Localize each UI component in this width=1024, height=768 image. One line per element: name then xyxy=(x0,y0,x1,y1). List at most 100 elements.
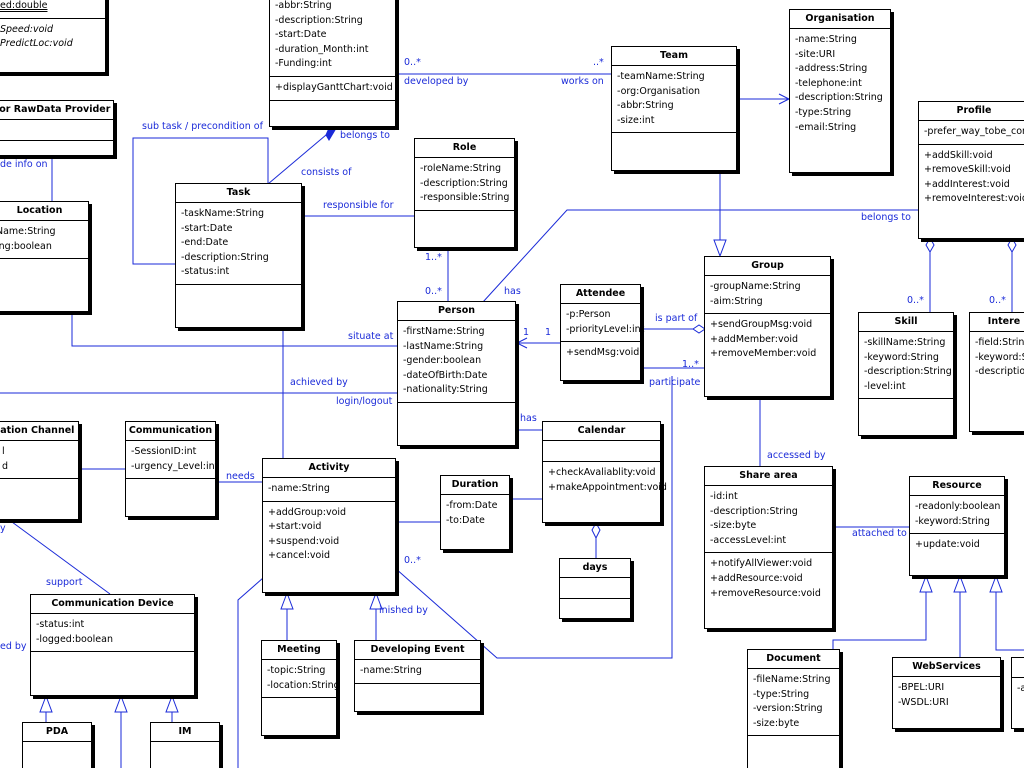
method: +removeResource:void xyxy=(710,587,821,599)
methods-section xyxy=(415,211,514,231)
method: +notifyAllViewer:void xyxy=(710,558,813,570)
attribute: -address:String xyxy=(795,63,868,75)
attribute: -responsible:String xyxy=(420,192,510,204)
class-person: Person -firstName:String -lastName:Strin… xyxy=(397,301,516,446)
class-right-partial: -a xyxy=(1011,657,1024,729)
attribute: -accessLevel:int xyxy=(710,534,787,546)
attribute: -urgency_Level:int xyxy=(131,460,219,472)
attribute: -size:int xyxy=(617,114,655,126)
class-communication: Communication -SessionID:int -urgency_Le… xyxy=(125,421,219,517)
class-name: Meeting xyxy=(262,641,336,660)
attribute: -keyword:String xyxy=(864,351,939,363)
method: +cancel:void xyxy=(268,550,331,562)
attributes-section xyxy=(0,120,113,141)
association-label: responsible for xyxy=(323,200,394,211)
class-name: WebServices xyxy=(893,658,1000,677)
class-skill: Skill -skillName:String -keyword:String … xyxy=(858,312,954,436)
methods-section xyxy=(859,399,953,419)
attribute: -abbr:String xyxy=(275,0,332,11)
association-label: support xyxy=(46,577,83,588)
attributes-section: -groupName:String -aim:String xyxy=(705,276,830,315)
association-label: is part of xyxy=(655,313,698,324)
methods-section xyxy=(0,141,113,161)
attribute: -prefer_way_tobe_con xyxy=(924,126,1024,137)
class-name: days xyxy=(560,559,630,578)
methods-section: +sendGroupMsg:void +addMember:void +remo… xyxy=(705,314,830,366)
attributes-section: -from:Date -to:Date xyxy=(441,495,509,532)
attribute: -roleName:String xyxy=(420,163,502,174)
association-label: has xyxy=(520,413,537,424)
multiplicity-label: ..* xyxy=(593,57,604,68)
methods-section xyxy=(176,285,301,305)
attributes-section: -teamName:String -org:Organisation -abbr… xyxy=(612,66,736,134)
attribute: -nationality:String xyxy=(403,384,488,396)
class-share-area: Share area -id:int -description:String -… xyxy=(704,466,833,629)
methods-section xyxy=(398,403,515,423)
class-profile: Profile -prefer_way_tobe_con +addSkill:v… xyxy=(918,101,1024,239)
methods-section xyxy=(612,133,736,153)
class-name: PDA xyxy=(23,723,91,742)
method: +addSkill:void xyxy=(924,149,993,161)
extra-section xyxy=(270,101,395,121)
association-label: accessed by xyxy=(767,450,826,461)
method: +checkAvaliablity:void xyxy=(548,467,656,478)
association-label: works on xyxy=(561,76,604,87)
attribute: -org:Organisation xyxy=(617,85,701,97)
attribute: -keyword:S xyxy=(975,351,1024,363)
association-label: developed by xyxy=(404,76,469,87)
class-project: -abbr:String -description:String -start:… xyxy=(269,0,396,127)
attributes-section: -a xyxy=(1012,678,1024,701)
method: +suspend:void xyxy=(268,535,340,547)
attributes-section xyxy=(560,578,630,599)
methods-section xyxy=(0,259,88,279)
attribute: -level:int xyxy=(864,380,906,392)
attribute: -size:byte xyxy=(710,520,757,532)
attribute: -abbr:String xyxy=(617,100,674,112)
attribute: -teamName:String xyxy=(617,71,705,82)
attributes-section: -taskName:String -start:Date -end:Date -… xyxy=(176,203,301,285)
class-name: Task xyxy=(176,184,301,203)
methods-section xyxy=(0,479,78,499)
association-label: belongs to xyxy=(861,212,911,223)
attribute: -fileName:String xyxy=(753,674,831,685)
attributes-section: -BPEL:URI -WSDL:URI xyxy=(893,677,1000,714)
methods-section xyxy=(748,736,839,756)
attributes-section: -roleName:String -description:String -re… xyxy=(415,158,514,211)
attribute: -id:int xyxy=(710,491,738,502)
class-name: Attendee xyxy=(561,285,640,304)
method: +sendMsg:void xyxy=(566,347,640,359)
class-name: Person xyxy=(398,302,515,321)
multiplicity-label: 1 xyxy=(523,327,530,338)
attributes-section: -topic:String -location:String xyxy=(262,660,340,699)
attribute: -Funding:int xyxy=(275,58,332,70)
methods-section xyxy=(126,479,215,499)
class-location: Location Name:String ing:boolean xyxy=(0,201,89,312)
class-name: cation Channel xyxy=(0,422,78,441)
class-task: Task -taskName:String -start:Date -end:D… xyxy=(175,183,302,328)
attribute: -priorityLevel:int xyxy=(566,323,645,335)
association-label: sub task / precondition of xyxy=(142,121,263,132)
attribute: -WSDL:URI xyxy=(898,696,949,708)
method: +removeSkill:void xyxy=(924,164,1011,176)
multiplicity-label: 0..* xyxy=(989,295,1006,306)
attribute: -description:String xyxy=(795,92,883,104)
attribute: -aim:String xyxy=(710,295,763,307)
class-activity: Activity -name:String +addGroup:void +st… xyxy=(262,458,396,593)
class-name: Calendar xyxy=(543,422,660,441)
class-group: Group -groupName:String -aim:String +sen… xyxy=(704,256,831,397)
attribute: -telephone:int xyxy=(795,77,862,89)
method: +makeAppointment:void xyxy=(548,481,667,493)
class-name: Team xyxy=(612,47,736,66)
class-name: Skill xyxy=(859,313,953,332)
attributes-section xyxy=(151,742,219,762)
class-name: Developing Event xyxy=(355,641,480,660)
attribute: -a xyxy=(1017,683,1024,694)
method: +addResource:void xyxy=(710,572,803,584)
attribute: -gender:boolean xyxy=(403,355,482,367)
attribute: -readonly:boolean xyxy=(915,501,1001,512)
attribute: -description:String xyxy=(710,505,798,517)
class-name: Document xyxy=(748,650,839,669)
attributes-section: -SessionID:int -urgency_Level:int xyxy=(126,441,219,480)
